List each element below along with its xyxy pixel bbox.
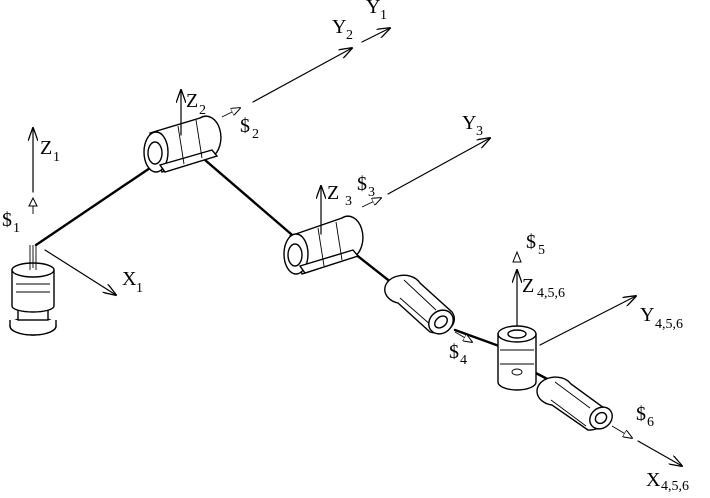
- s3-axis-marker: [361, 198, 381, 208]
- svg-text:1: 1: [13, 221, 20, 236]
- y3-axis: [387, 138, 490, 195]
- joint-5: [497, 325, 537, 391]
- svg-text:$: $: [526, 231, 536, 253]
- label-y456: Y 4,5,6: [640, 304, 683, 332]
- svg-text:Z: Z: [40, 137, 52, 159]
- svg-text:4,5,6: 4,5,6: [661, 479, 689, 494]
- svg-text:Y: Y: [332, 16, 346, 38]
- svg-text:1: 1: [136, 281, 143, 296]
- svg-text:2: 2: [252, 127, 259, 142]
- label-s4: $ 4: [449, 341, 467, 368]
- svg-text:$: $: [449, 341, 459, 363]
- svg-text:Y: Y: [640, 304, 654, 326]
- svg-text:4,5,6: 4,5,6: [537, 286, 565, 301]
- svg-text:3: 3: [368, 185, 375, 200]
- svg-text:$: $: [636, 403, 646, 425]
- label-z3: Z 3: [327, 182, 352, 209]
- label-z456: Z 4,5,6: [522, 275, 565, 301]
- svg-text:2: 2: [346, 28, 353, 43]
- joint-2: [143, 115, 222, 173]
- svg-text:5: 5: [538, 243, 545, 258]
- svg-text:6: 6: [647, 415, 654, 430]
- y1-axis: [361, 28, 390, 43]
- svg-text:Y: Y: [366, 0, 380, 18]
- svg-text:2: 2: [199, 103, 206, 118]
- joint-3: [283, 215, 364, 275]
- s5-axis-marker: [512, 250, 522, 263]
- label-s5: $ 5: [526, 231, 545, 258]
- svg-text:3: 3: [476, 124, 483, 139]
- y2-axis: [252, 48, 352, 103]
- link-1-2: [34, 166, 152, 247]
- s1-axis-marker: [28, 196, 38, 207]
- s4-axis-marker: [454, 331, 472, 342]
- s6-axis-marker: [611, 425, 632, 438]
- link-2-3: [203, 158, 300, 242]
- svg-text:$: $: [240, 115, 250, 137]
- label-x1: X 1: [122, 268, 143, 296]
- label-y3: Y 3: [462, 112, 483, 139]
- label-s3: $ 3: [357, 173, 375, 200]
- y456-axis: [539, 296, 636, 346]
- label-z2: Z 2: [186, 90, 206, 118]
- svg-text:$: $: [357, 173, 367, 195]
- svg-text:Z: Z: [522, 275, 534, 297]
- svg-text:4: 4: [460, 353, 467, 368]
- svg-text:Z: Z: [186, 90, 198, 112]
- svg-text:$: $: [2, 209, 12, 231]
- label-x456: X 4,5,6: [646, 469, 689, 494]
- svg-text:1: 1: [53, 150, 60, 165]
- label-s6: $ 6: [636, 403, 654, 430]
- svg-text:Z: Z: [327, 182, 339, 204]
- svg-text:4,5,6: 4,5,6: [655, 317, 683, 332]
- label-s1: $ 1: [2, 209, 20, 236]
- svg-text:X: X: [646, 469, 661, 491]
- label-y2: Y 2: [332, 16, 353, 43]
- svg-text:3: 3: [345, 194, 352, 209]
- joint-6: [536, 376, 613, 431]
- svg-text:Y: Y: [462, 112, 476, 134]
- label-s2: $ 2: [240, 115, 259, 142]
- joint-1-base: [9, 245, 57, 336]
- x456-axis: [637, 440, 682, 466]
- label-z1: Z 1: [40, 137, 60, 165]
- svg-text:X: X: [122, 268, 137, 290]
- joint-4: [384, 274, 456, 335]
- svg-text:1: 1: [380, 8, 387, 23]
- x1-axis: [44, 249, 116, 295]
- s2-axis-marker: [221, 108, 240, 118]
- label-y1: Y 1: [366, 0, 387, 23]
